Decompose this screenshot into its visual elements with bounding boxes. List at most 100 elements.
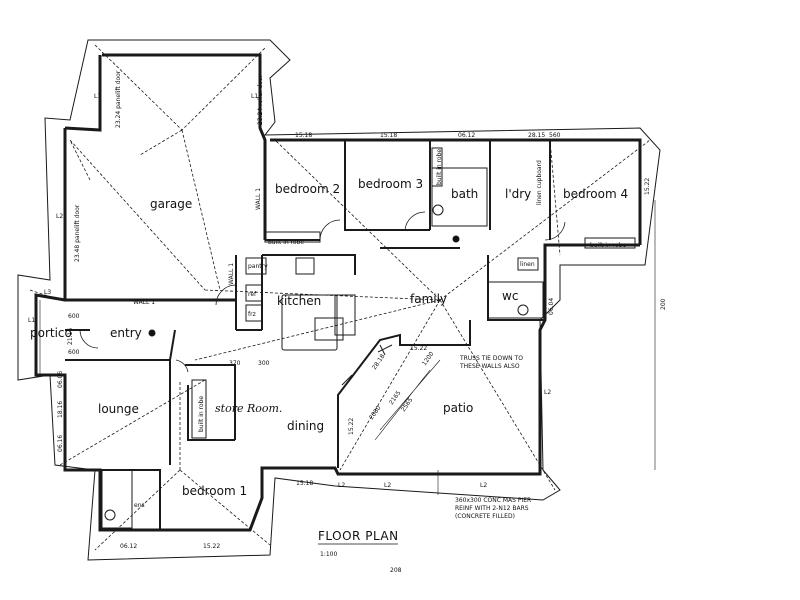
dim-06-12-b: 06.12 [120, 543, 137, 550]
hip-lines [29, 44, 651, 551]
fixture-labels: 23.48 panelift door 23.24 panelift door … [74, 70, 626, 432]
dim-l1-a: L1 [94, 93, 101, 100]
room-kitchen: kitchen [277, 294, 321, 308]
dim-l1-c: L1 [28, 317, 35, 324]
wall-labels: WALL 1 WALL 1 WALL 1 [133, 188, 262, 306]
dim-06-16: 06.16 [57, 435, 64, 452]
plan-title: FLOOR PLAN [318, 529, 399, 543]
note-truss-1: TRUSS TIE DOWN TO [459, 355, 523, 362]
dim-06-04: 06.04 [548, 298, 555, 315]
ens-tiles [101, 469, 133, 529]
robe-b3 [431, 147, 443, 187]
door-swings [79, 211, 566, 373]
plan-scale: 1:100 [320, 551, 337, 558]
interior-walls [65, 140, 551, 530]
room-entry: entry [110, 326, 142, 340]
label-linen: linen [520, 261, 535, 268]
room-bedroom-2: bedroom 2 [275, 182, 340, 196]
dimension-labels: 15.18 15.18 06.12 28.15 560 15.22 06.04 … [28, 93, 667, 550]
note-pier-1: 360x300 CONC MAS PIER [455, 497, 531, 504]
label-pantry: pantry [248, 263, 268, 270]
dim-l3: L3 [44, 289, 51, 296]
robe-b1 [191, 379, 207, 439]
dim-2165: 2165 [388, 389, 403, 406]
dim-18-16: 18.16 [57, 401, 64, 418]
label-frz: frz [248, 311, 256, 318]
room-family: family [410, 292, 447, 306]
dim-06-06: 06.06 [57, 371, 64, 388]
kitchen-bench [281, 294, 338, 351]
exterior-walls [34, 53, 642, 532]
dim-15-22-b: 15.22 [348, 418, 355, 435]
label-wall-1-c: WALL 1 [228, 263, 235, 285]
linen-b [517, 257, 539, 271]
kitchen-sink [314, 317, 344, 341]
dim-06-12-a: 06.12 [458, 132, 475, 139]
room-wc: wc [502, 289, 518, 303]
label-wall-1-b: WALL 1 [133, 299, 155, 306]
room-patio: patio [443, 401, 473, 415]
room-laundry: l'dry [505, 187, 531, 201]
label-wall-1-a: WALL 1 [255, 188, 262, 210]
room-portico: portico [30, 326, 72, 340]
toilet [517, 304, 529, 316]
label-built-in-robe-b1: built in robe [198, 396, 205, 432]
room-lounge: lounge [98, 402, 139, 416]
label-garage-door-top: 23.24 panelift door [115, 70, 122, 128]
dim-200: 200 [660, 298, 667, 310]
room-bedroom-4: bedroom 4 [563, 187, 628, 201]
pantry-unit [245, 257, 267, 275]
dim-15-18-c: 15.18 [296, 480, 313, 487]
dim-l2-b: L2 [544, 389, 551, 396]
dim-l2-a: L2 [56, 213, 63, 220]
room-dining: dining [287, 419, 324, 433]
dim-28-15: 28.15 [528, 132, 545, 139]
room-store: store Room. [215, 402, 282, 415]
dim-28-18: 28.18 [371, 353, 387, 371]
roof-outline [17, 39, 661, 561]
wc-tiles [487, 281, 544, 319]
label-built-in-robe-b3: built in robe [436, 149, 443, 185]
dim-l2-d: L2 [480, 482, 487, 489]
dim-15-18-a: 15.18 [295, 132, 312, 139]
label-built-in-robe-b2: built in robe [268, 239, 304, 246]
dim-l2-c: L2 [384, 482, 391, 489]
label-garage-door-left: 23.48 panelift door [74, 204, 81, 262]
dim-2080: 2080 [368, 404, 383, 421]
ref-unit [245, 284, 263, 302]
drain [452, 235, 460, 243]
room-garage: garage [150, 197, 192, 211]
patio-edge [341, 344, 393, 386]
dim-15-22-c: 15.22 [410, 345, 427, 352]
dim-370: 370 [229, 360, 241, 367]
note-pier-2: REINF WITH 2-N12 BARS [455, 505, 529, 512]
stove [295, 257, 315, 275]
dim-lines [39, 200, 656, 495]
dim-560: 560 [549, 132, 561, 139]
dim-l1-b: L1 [251, 93, 258, 100]
title-block: FLOOR PLAN 1:100 208 [318, 529, 402, 574]
dim-15-22-d: 15.22 [203, 543, 220, 550]
room-bedroom-1: bedroom 1 [182, 484, 247, 498]
basin [432, 204, 444, 216]
dim-15-22-a: 15.22 [644, 178, 651, 195]
label-built-in-robe-b4: built in robe [590, 242, 626, 249]
label-linen-cupboard: linen cupboard [536, 160, 543, 205]
dim-600-a: 600 [68, 313, 80, 320]
dim-1200: 1200 [421, 350, 436, 367]
dim-600-b: 600 [68, 349, 80, 356]
dim-2565: 2565 [400, 396, 415, 413]
note-truss-2: THESE WALLS ALSO [459, 363, 520, 370]
dim-l2-e: L2 [338, 482, 345, 489]
bath-tiles [431, 167, 488, 227]
room-bedroom-3: bedroom 3 [358, 177, 423, 191]
dim-300: 300 [258, 360, 270, 367]
island [334, 294, 356, 336]
robe-b4 [584, 237, 636, 249]
notes: TRUSS TIE DOWN TO THESE WALLS ALSO 360x3… [455, 355, 531, 520]
ens-basin [104, 509, 116, 521]
room-labels: garage bedroom 2 bedroom 3 bath l'dry be… [30, 177, 628, 509]
room-bath: bath [451, 187, 478, 201]
room-ens: ens [134, 502, 145, 509]
